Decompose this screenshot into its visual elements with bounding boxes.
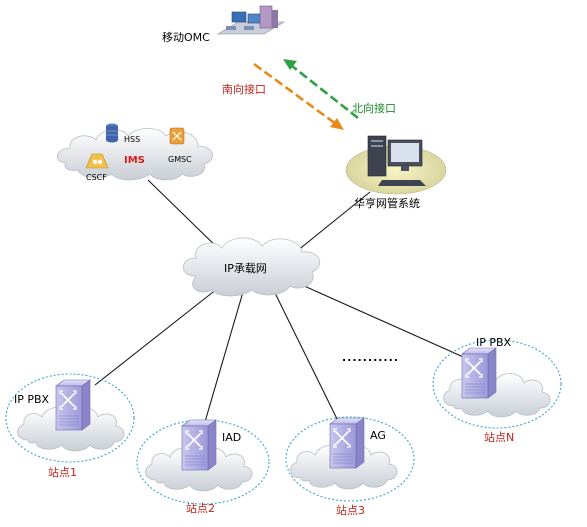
- link-nms: [291, 191, 371, 256]
- south-interface-arrow: [253, 62, 344, 130]
- site1-ippbx-router: [55, 379, 91, 431]
- ims-label: IMS: [124, 155, 145, 166]
- siteN-device-label: IP PBX: [476, 336, 512, 349]
- link-site3: [274, 292, 341, 426]
- omc-label: 移动OMC: [162, 31, 210, 44]
- north-interface-arrow: [283, 59, 359, 120]
- site3-ag-router: [329, 417, 365, 469]
- ip-network-cloud: [182, 237, 321, 297]
- cscf-server-icon: [85, 153, 109, 169]
- north-interface-label: 北向接口: [352, 102, 396, 115]
- site2-iad-router: [181, 419, 217, 471]
- siteN-ippbx-router: [461, 347, 497, 399]
- site1-boundary: [5, 373, 135, 463]
- site3-device-label: AG: [370, 429, 386, 442]
- gmsc-switch-icon: [169, 127, 185, 145]
- site3-label: 站点3: [336, 504, 365, 517]
- cscf-label: CSCF: [86, 173, 107, 182]
- link-site1: [94, 284, 223, 386]
- hss-server-icon: [106, 123, 118, 143]
- link-site2: [201, 291, 244, 433]
- nms-label: 华亨网管系统: [354, 197, 420, 210]
- ip-network-label: IP承载网: [224, 262, 267, 275]
- site3-boundary: [285, 416, 415, 502]
- link-siteN: [301, 284, 471, 361]
- more-sites-ellipsis: ...........: [342, 351, 399, 364]
- site2-group: [136, 419, 270, 505]
- hss-label: HSS: [124, 135, 141, 144]
- site1-device-label: IP PBX: [14, 393, 50, 406]
- siteN-boundary: [432, 339, 562, 429]
- site1-label: 站点1: [48, 466, 77, 479]
- gmsc-label: GMSC: [168, 155, 192, 164]
- network-links: [94, 179, 471, 433]
- omc-workstation-icon: [216, 5, 286, 35]
- siteN-label: 站点N: [484, 431, 515, 444]
- site3-group: [285, 416, 415, 502]
- south-interface-label: 南向接口: [222, 83, 266, 96]
- site2-device-label: IAD: [222, 431, 242, 444]
- site1-group: [5, 373, 135, 463]
- siteN-group: [432, 339, 562, 429]
- site2-label: 站点2: [186, 502, 215, 515]
- link-ims: [147, 179, 226, 256]
- nms-workstation-icon: [345, 135, 447, 195]
